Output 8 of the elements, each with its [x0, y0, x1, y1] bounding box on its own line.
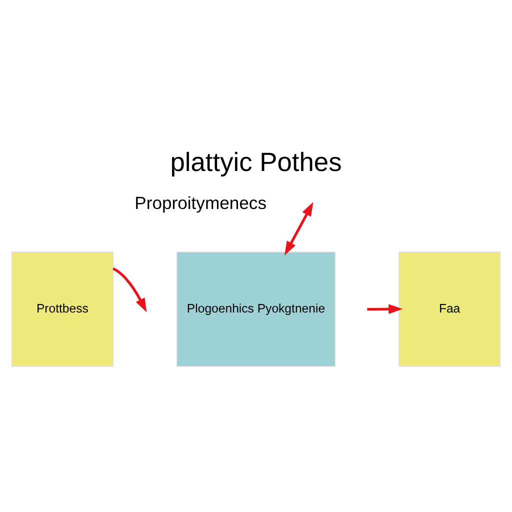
node-box: Faa: [398, 251, 501, 366]
label: Proproitymenecs: [134, 192, 267, 212]
node-box: Plogoenhics Pyokgtnenie: [176, 251, 336, 366]
arrow: [367, 304, 403, 314]
diagram-title: plattyic Pothes: [170, 146, 342, 177]
arrow: [284, 202, 314, 255]
arrow: [112, 266, 147, 312]
node-box: Prottbess: [11, 251, 114, 366]
